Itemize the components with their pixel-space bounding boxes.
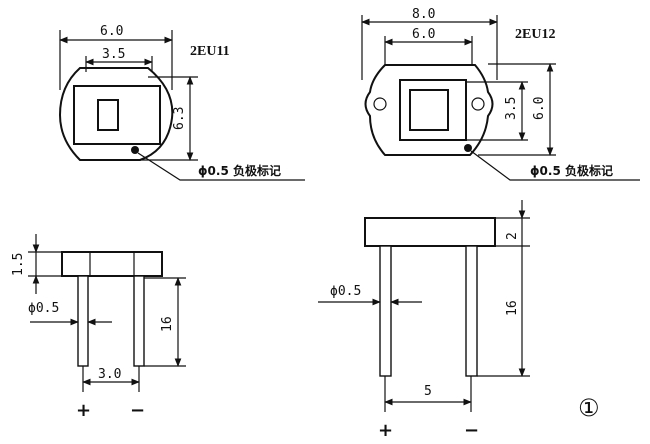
right-sensor-window [409,89,449,131]
right-pin-length-value: 16 [505,300,520,316]
left-inner-value: 3.5 [102,47,125,62]
left-sensor-window [97,99,119,131]
left-pin-spacing-value: 3.0 [98,367,121,382]
figure-number: ① [578,394,600,422]
right-body-thickness-value: 2 [505,232,520,240]
left-body-outline [58,67,174,161]
right-body-outline [364,64,494,156]
left-side-body [61,251,163,277]
right-inner-frame [399,79,467,141]
right-left-ear-hole [373,97,387,111]
left-pin-dia-value: ϕ0.5 [28,301,59,316]
right-note-leader [470,150,640,181]
left-body-thickness-value: 1.5 [11,253,26,276]
right-inner-value: 6.0 [412,27,435,42]
left-minus-label: − [130,400,145,421]
right-height-value: 6.0 [532,97,547,120]
left-inner-frame [73,85,161,145]
right-width-value: 8.0 [412,7,435,22]
right-side-view: 2 16 ϕ0.5 5 + − [318,200,530,441]
right-inner-height-value: 3.5 [504,97,519,120]
right-side-body [364,217,496,247]
right-pin-spacing-value: 5 [424,384,432,399]
right-pin-dia-value: ϕ0.5 [330,284,361,299]
left-note-leader [137,152,305,181]
right-plus-pin [379,245,392,377]
left-minus-pin [133,275,145,367]
left-width-value: 6.0 [100,24,123,39]
left-note-text: ϕ0.5 负极标记 [198,163,281,178]
left-height-value: 6.3 [172,107,187,130]
left-model-label: 2EU11 [190,44,230,59]
right-model-label: 2EU12 [515,27,555,42]
left-plus-pin [77,275,89,367]
left-top-view: ϕ0.5 负极标记 6.0 3.5 6.3 2EU11 [58,24,305,181]
right-note-text: ϕ0.5 负极标记 [530,163,613,178]
left-plus-label: + [76,400,91,421]
right-minus-label: − [464,420,479,441]
left-pin-length-value: 16 [160,316,175,332]
left-side-view: 1.5 ϕ0.5 16 3.0 + − [11,234,186,421]
left-negative-mark-dot [131,146,139,154]
right-right-ear-hole [471,97,485,111]
right-plus-label: + [378,420,393,441]
right-negative-mark-dot [464,144,472,152]
right-top-view: ϕ0.5 负极标记 8.0 6.0 3.5 6.0 2EU12 [361,7,640,181]
right-minus-pin [465,245,478,377]
